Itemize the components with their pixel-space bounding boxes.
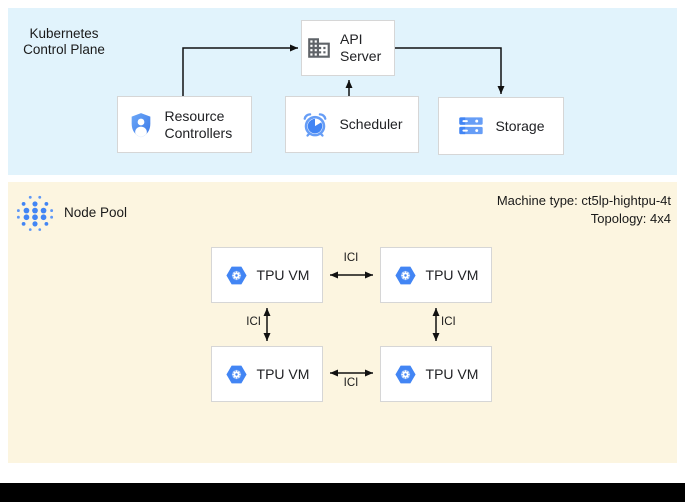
- hexagon-gear-icon: [225, 365, 247, 383]
- machine-type-text: Machine type: ct5lp-hightpu-4t: [496, 193, 671, 208]
- scheduler-node: Scheduler: [285, 96, 419, 153]
- tpu-vm-node-3: TPU VM: [211, 346, 323, 402]
- node-pool-metadata: Machine type: ct5lp-hightpu-4t Topology:…: [497, 192, 671, 227]
- api-server-label: API Server: [340, 31, 382, 64]
- hexagon-gear-icon: [394, 266, 416, 284]
- resource-controllers-label: Resource Controllers: [164, 107, 233, 141]
- control-plane-title: Kubernetes Control Plane: [23, 26, 105, 57]
- dot-cluster-icon: [16, 195, 54, 231]
- resource-controllers-node: Resource Controllers: [117, 96, 252, 153]
- ici-label-right: ICI: [441, 316, 456, 328]
- storage-node: Storage: [438, 97, 564, 155]
- tpu-vm-label: TPU VM: [425, 365, 479, 382]
- node-pool-section: [8, 182, 677, 463]
- tpu-vm-label: TPU VM: [256, 266, 310, 283]
- tpu-vm-label: TPU VM: [256, 365, 310, 382]
- ici-label-bottom: ICI: [343, 377, 359, 389]
- scheduler-label: Scheduler: [339, 116, 403, 132]
- topology-text: Topology: 4x4: [590, 210, 671, 226]
- tpu-vm-label: TPU VM: [425, 266, 479, 283]
- tpu-vm-node-4: TPU VM: [380, 346, 492, 402]
- hexagon-gear-icon: [225, 266, 247, 284]
- ici-label-top: ICI: [343, 252, 359, 264]
- tpu-vm-node-1: TPU VM: [211, 247, 323, 303]
- api-server-node: API Server: [301, 20, 395, 76]
- hexagon-gear-icon: [394, 365, 416, 383]
- node-pool-title: Node Pool: [64, 205, 128, 220]
- alarm-clock-icon: [304, 112, 327, 137]
- storage-label: Storage: [495, 117, 545, 134]
- building-icon: [308, 38, 330, 58]
- tpu-vm-node-2: TPU VM: [380, 247, 492, 303]
- shield-user-icon: [131, 112, 150, 137]
- ici-label-left: ICI: [246, 316, 261, 328]
- bottom-bar: [0, 483, 685, 502]
- server-racks-icon: [459, 117, 484, 135]
